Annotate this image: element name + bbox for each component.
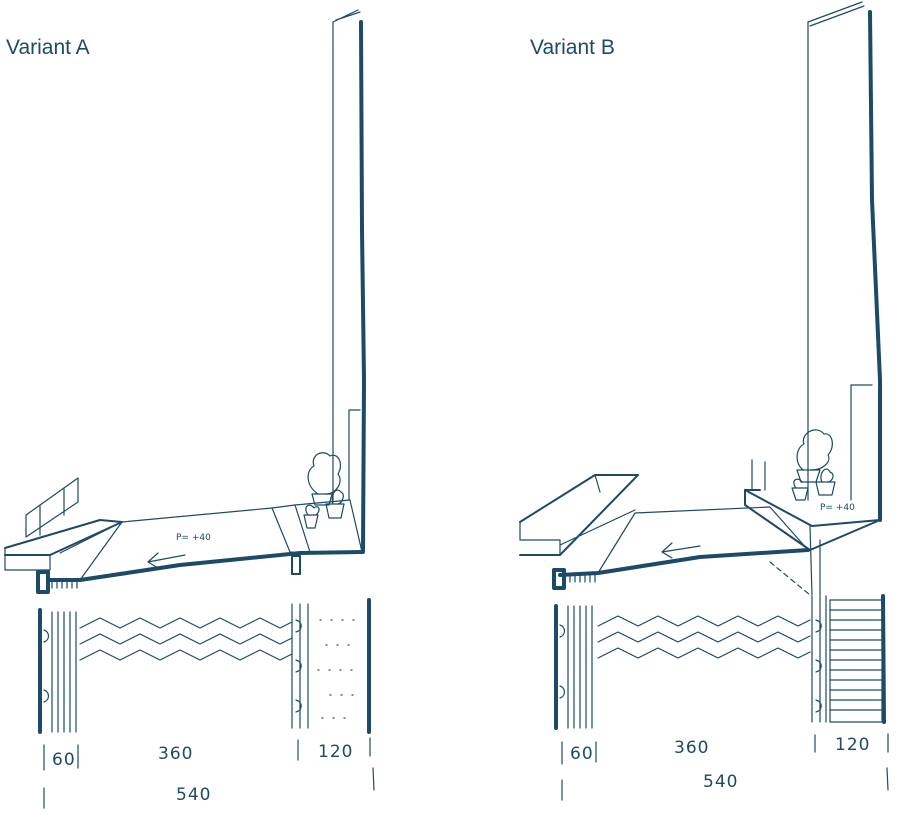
- variant-a-plan: [38, 598, 375, 809]
- variant-b-dim-360: 360: [674, 738, 710, 758]
- variant-b-dim-60: 60: [570, 744, 594, 764]
- variant-a-dim-60: 60: [52, 750, 76, 770]
- variant-b-dim-total: 540: [703, 772, 739, 792]
- plant-pot-icon: [303, 452, 345, 529]
- variant-b-level-note: P= +40: [820, 503, 855, 513]
- variant-a-dim-360: 360: [158, 744, 194, 764]
- variant-a-title: Variant A: [6, 36, 90, 59]
- variant-a-section: [4, 9, 366, 594]
- plant-pot-icon: [791, 429, 836, 501]
- variant-b-dim-120: 120: [835, 735, 871, 755]
- variant-a-dim-total: 540: [176, 785, 212, 805]
- variant-b-section: [519, 1, 882, 596]
- variant-a-dim-120: 120: [318, 742, 354, 762]
- variant-b-plan: [554, 594, 889, 801]
- variant-a-level-note: P= +40: [176, 533, 211, 543]
- variant-b-title: Variant B: [530, 36, 615, 59]
